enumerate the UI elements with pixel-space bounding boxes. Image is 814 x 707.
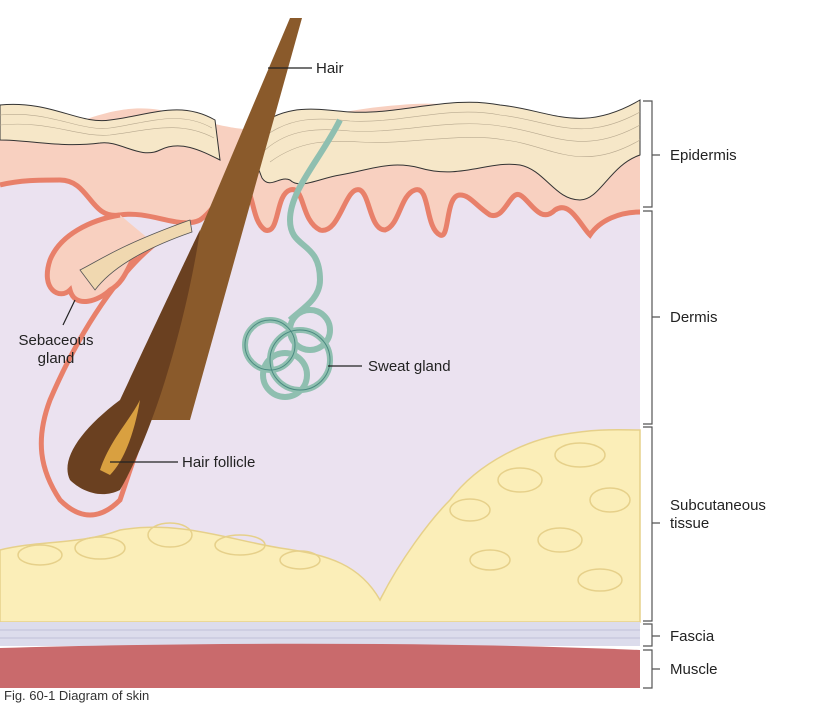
epidermis-label: Epidermis — [670, 147, 737, 164]
muscle-label: Muscle — [670, 661, 718, 678]
dermal-papilla — [100, 400, 140, 475]
sebaceous-gland — [44, 212, 152, 304]
sweat-gland-label: Sweat gland — [368, 358, 451, 375]
basement-membrane — [0, 177, 641, 239]
hair-follicle-label: Hair follicle — [182, 454, 256, 471]
sebaceous-duct — [79, 219, 193, 291]
fat-lobules — [17, 442, 631, 592]
fascia-label: Fascia — [670, 628, 715, 645]
sebaceous-gland-label: Sebaceous gland — [18, 332, 94, 367]
subcutaneous-tissue-label: Subcutaneous tissue — [670, 497, 766, 532]
figure-caption: Fig. 60-1 Diagram of skin — [4, 688, 150, 703]
hair-bulb — [67, 230, 200, 495]
muscle-layer — [0, 643, 640, 688]
fascia-layer — [0, 622, 640, 646]
layer-brackets — [643, 100, 660, 689]
stratum-lines — [0, 111, 641, 163]
leader-lines — [62, 67, 362, 463]
dermis-label: Dermis — [670, 309, 718, 326]
sweat-gland-inner — [244, 319, 331, 391]
fat-layer — [0, 428, 641, 623]
hair-label: Hair — [316, 60, 344, 77]
